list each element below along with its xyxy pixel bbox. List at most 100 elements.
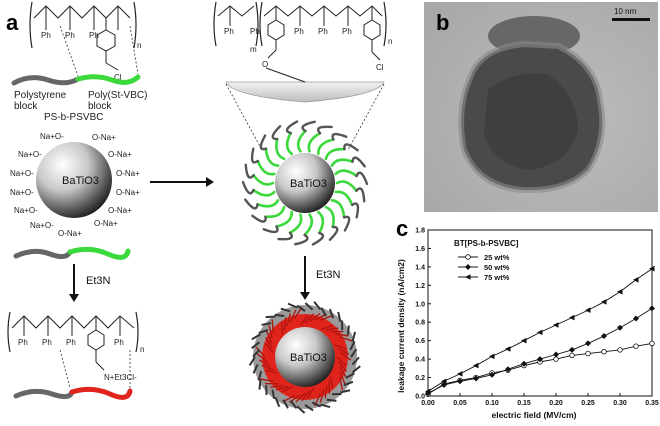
brush-chain — [335, 180, 358, 193]
x-tick-label: 0.35 — [645, 400, 659, 407]
chloride-label: Cl — [376, 63, 384, 72]
shell-strand — [296, 405, 306, 414]
shell-strand — [265, 369, 278, 374]
shell-strand — [266, 331, 273, 344]
x-tick-label: 0.00 — [421, 400, 435, 407]
legend-marker — [465, 254, 471, 260]
shell-strand — [320, 403, 331, 409]
copolymer-name: PS-b-PSVBC — [44, 112, 103, 123]
data-point — [569, 346, 575, 353]
brush-chain — [330, 158, 354, 167]
shell-strand — [309, 312, 321, 322]
brush-chain — [241, 180, 255, 195]
shell-strand — [271, 319, 274, 333]
shell-strand — [281, 385, 294, 393]
data-point — [585, 350, 591, 357]
shell-strand — [335, 333, 349, 337]
grafting-arrow — [150, 177, 214, 187]
shell-strand — [270, 384, 284, 388]
y-tick-label: 0.2 — [415, 375, 425, 382]
brush-chain — [328, 225, 339, 241]
chart-legend: 25 wt%50 wt%75 wt% — [458, 253, 510, 282]
particle-surface-section — [225, 81, 385, 103]
x-tick-label: 0.10 — [485, 400, 499, 407]
y-axis-label: leakage current density (nA/cm2) — [396, 259, 406, 393]
data-point — [473, 362, 479, 369]
repeat-m: m — [250, 45, 257, 54]
surface-group-label: Na+O- — [18, 150, 42, 159]
shell-strand — [258, 359, 271, 367]
shell-strand — [275, 385, 289, 391]
repeat-n: n — [137, 41, 141, 50]
shell-strand — [255, 346, 266, 358]
surface-group-label: Na+O- — [30, 221, 54, 230]
brush-chain — [316, 210, 325, 235]
y-tick-label: 0.4 — [415, 357, 425, 364]
shell-strand — [311, 401, 322, 408]
batio3-particle-bare: BaTiO3 — [36, 142, 112, 218]
tem-image: b 10 nm — [424, 2, 658, 212]
surface-group-label: Na+O- — [40, 132, 64, 141]
ammonium-label: N+Et3Cl- — [104, 373, 137, 382]
batio3-particle-final: BaTiO3 — [248, 301, 361, 414]
batio3-sphere — [275, 153, 335, 213]
data-point — [649, 340, 655, 347]
x-tick-label: 0.25 — [581, 400, 595, 407]
y-tick-label: 0.0 — [415, 394, 425, 401]
shell-strand — [304, 302, 314, 311]
brush-chain — [355, 187, 366, 203]
data-point — [505, 366, 511, 373]
brush-chain — [259, 134, 268, 151]
legend-marker — [465, 264, 471, 270]
shell-strand — [340, 351, 352, 361]
brush-chain — [324, 205, 335, 229]
brush-chain — [277, 231, 293, 241]
polymer-brush-shell — [241, 120, 369, 246]
ph-label: Ph — [42, 338, 52, 347]
shell-strand — [258, 329, 269, 335]
ph-label: Ph — [318, 27, 328, 36]
shell-strand — [337, 311, 342, 322]
batio3-core-label: BaTiO3 — [62, 175, 99, 187]
repeat-n: n — [140, 345, 144, 354]
brush-chain — [342, 215, 351, 232]
shell-strand — [259, 378, 274, 383]
batio3-particle-grafted: BaTiO3 — [241, 120, 369, 246]
shell-strand — [334, 344, 347, 350]
brush-chain — [250, 147, 260, 164]
brush-chain — [285, 120, 299, 135]
shell-strand — [320, 314, 334, 321]
surface-group-label: Na+O- — [14, 206, 38, 215]
shell-strand — [289, 309, 297, 323]
brush-chain — [294, 233, 309, 246]
legend-title: BT[PS-b-PSVBC] — [454, 239, 519, 248]
surface-group-label: O-Na+ — [108, 150, 132, 159]
shell-strand — [296, 304, 306, 312]
brush-chain — [296, 129, 307, 153]
data-point — [537, 356, 543, 363]
ph-label: Ph — [66, 338, 76, 347]
surface-group-label: Na+O- — [10, 188, 34, 197]
data-point — [633, 343, 639, 349]
data-point — [617, 324, 623, 331]
shell-strand — [326, 398, 337, 402]
brush-chain — [252, 173, 275, 186]
data-point — [521, 360, 527, 367]
brush-chain — [264, 205, 286, 219]
surface-groups: Na+O- O-Na+ Na+O- O-Na+ Na+O- O-Na+ Na+O… — [10, 132, 140, 238]
shell-strand — [295, 392, 306, 403]
shell-strand — [346, 325, 350, 336]
shell-strand — [338, 361, 348, 372]
ph-label: Ph — [18, 338, 28, 347]
y-tick-label: 0.8 — [415, 320, 425, 327]
shell-strand — [338, 376, 344, 391]
shell-strand — [304, 313, 315, 324]
shell-strand — [339, 365, 347, 378]
data-point — [585, 307, 591, 314]
legend-entry: 75 wt% — [484, 273, 510, 282]
data-point — [569, 314, 575, 321]
shell-strand — [271, 389, 276, 400]
brush-chain — [262, 225, 279, 234]
chart-series — [425, 265, 655, 397]
